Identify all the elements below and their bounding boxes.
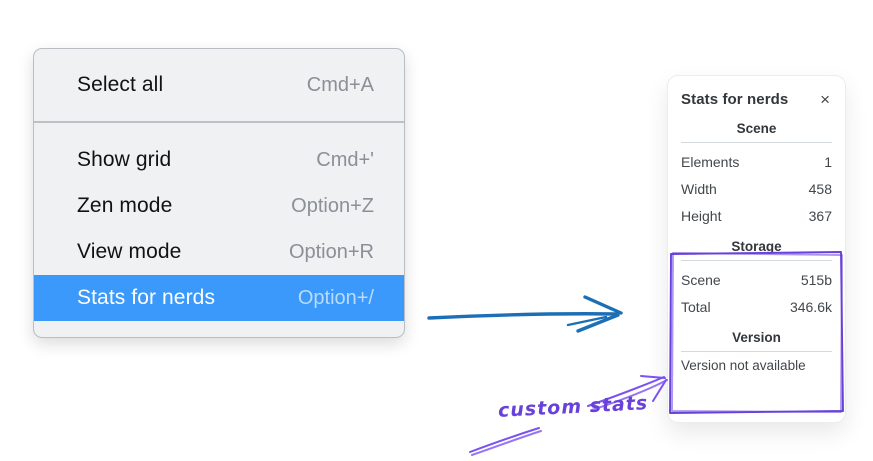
- stat-row-scene-size: Scene 515b: [681, 267, 832, 294]
- menu-item-shortcut: Cmd+': [316, 148, 374, 171]
- stat-label: Scene: [681, 272, 721, 288]
- menu-item-label: View mode: [77, 240, 182, 263]
- stats-section-storage: Storage Scene 515b Total 346.6k: [681, 239, 832, 321]
- stats-section-version: Version Version not available: [681, 330, 832, 373]
- stats-section-scene: Scene Elements 1 Width 458 Height 367: [681, 121, 832, 230]
- section-divider: [681, 351, 832, 352]
- menu-item-select-all[interactable]: Select all Cmd+A: [34, 61, 404, 109]
- stats-panel-title: Stats for nerds: [681, 91, 789, 108]
- section-divider: [681, 260, 832, 261]
- menu-item-zen-mode[interactable]: Zen mode Option+Z: [34, 183, 404, 229]
- menu-item-label: Select all: [77, 73, 164, 96]
- flow-arrow: [427, 295, 623, 333]
- stat-label: Total: [681, 299, 711, 315]
- menu-divider: [34, 121, 404, 123]
- section-divider: [681, 142, 832, 143]
- stat-value: 346.6k: [789, 299, 832, 315]
- close-icon[interactable]: ×: [820, 89, 830, 109]
- annotation-label: custom stats: [497, 392, 649, 422]
- menu-item-shortcut: Option+Z: [291, 194, 374, 217]
- section-title-storage: Storage: [731, 239, 782, 254]
- stat-row-total-size: Total 346.6k: [681, 294, 832, 321]
- section-title-scene: Scene: [736, 121, 777, 136]
- stat-label: Height: [681, 208, 722, 224]
- section-title-version: Version: [732, 330, 781, 345]
- stat-label: Width: [681, 181, 717, 197]
- stat-row-width: Width 458: [681, 176, 832, 203]
- menu-item-label: Show grid: [77, 148, 172, 171]
- menu-item-shortcut: Cmd+A: [306, 73, 374, 96]
- stat-value: 367: [808, 208, 832, 224]
- menu-item-view-mode[interactable]: View mode Option+R: [34, 229, 404, 275]
- stat-row-height: Height 367: [681, 203, 832, 230]
- menu-item-shortcut: Option+R: [288, 240, 374, 263]
- menu-item-shortcut: Option+/: [297, 286, 374, 309]
- stats-panel: Stats for nerds × Scene Elements 1 Width…: [667, 75, 846, 423]
- context-menu: Select all Cmd+A Show grid Cmd+' Zen mod…: [33, 48, 405, 338]
- stat-value: 1: [824, 154, 832, 170]
- stat-row-elements: Elements 1: [681, 149, 832, 176]
- menu-item-label: Stats for nerds: [77, 286, 216, 309]
- menu-item-stats-for-nerds[interactable]: Stats for nerds Option+/: [34, 275, 404, 321]
- stat-label: Elements: [681, 154, 740, 170]
- menu-item-label: Zen mode: [77, 194, 173, 217]
- menu-item-show-grid[interactable]: Show grid Cmd+': [34, 137, 404, 183]
- stat-value: 458: [808, 181, 832, 197]
- stat-value: 515b: [800, 272, 832, 288]
- version-note: Version not available: [681, 358, 806, 373]
